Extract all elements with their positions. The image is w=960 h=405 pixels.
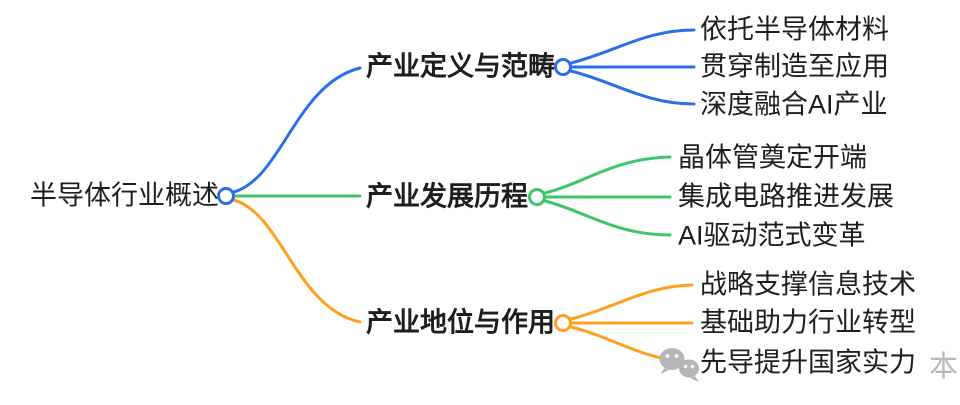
connector-root-branch1: [232, 66, 362, 194]
branch1-label: 产业定义与范畴: [366, 51, 555, 82]
root-node-circle: [217, 187, 235, 205]
connector-root-branch3: [232, 198, 362, 324]
child-node-label: 晶体管奠定开端: [678, 142, 867, 173]
branch3-node-circle: [554, 314, 572, 332]
branch2-node-circle: [528, 188, 546, 206]
branch2-label: 产业发展历程: [366, 181, 528, 212]
connector-branch2-child1: [543, 155, 672, 195]
child-node-label: 深度融合AI产业: [700, 89, 888, 120]
child-node-label: 基础助力行业转型: [700, 307, 916, 338]
child-node-label: 先导提升国家实力: [700, 347, 916, 378]
connector-branch2-child3: [543, 199, 672, 237]
child-node-label: 战略支撑信息技术: [700, 269, 916, 300]
connector-branch1-child3: [569, 69, 696, 106]
root-node-label: 半导体行业概述: [30, 180, 219, 211]
connector-branch3-child1: [569, 283, 694, 321]
child-node-label: AI驱动范式变革: [678, 220, 866, 251]
watermark-partial-text: 本: [929, 351, 959, 383]
child-node-label: 依托半导体材料: [700, 14, 889, 45]
child-node-label: 贯穿制造至应用: [700, 51, 889, 82]
connector-branch3-child3: [569, 325, 694, 364]
branch3-label: 产业地位与作用: [366, 307, 555, 338]
child-node-label: 集成电路推进发展: [678, 181, 894, 212]
branch1-node-circle: [554, 58, 572, 76]
wechat-icon: [659, 348, 699, 382]
connector-branch1-child1: [569, 28, 696, 65]
